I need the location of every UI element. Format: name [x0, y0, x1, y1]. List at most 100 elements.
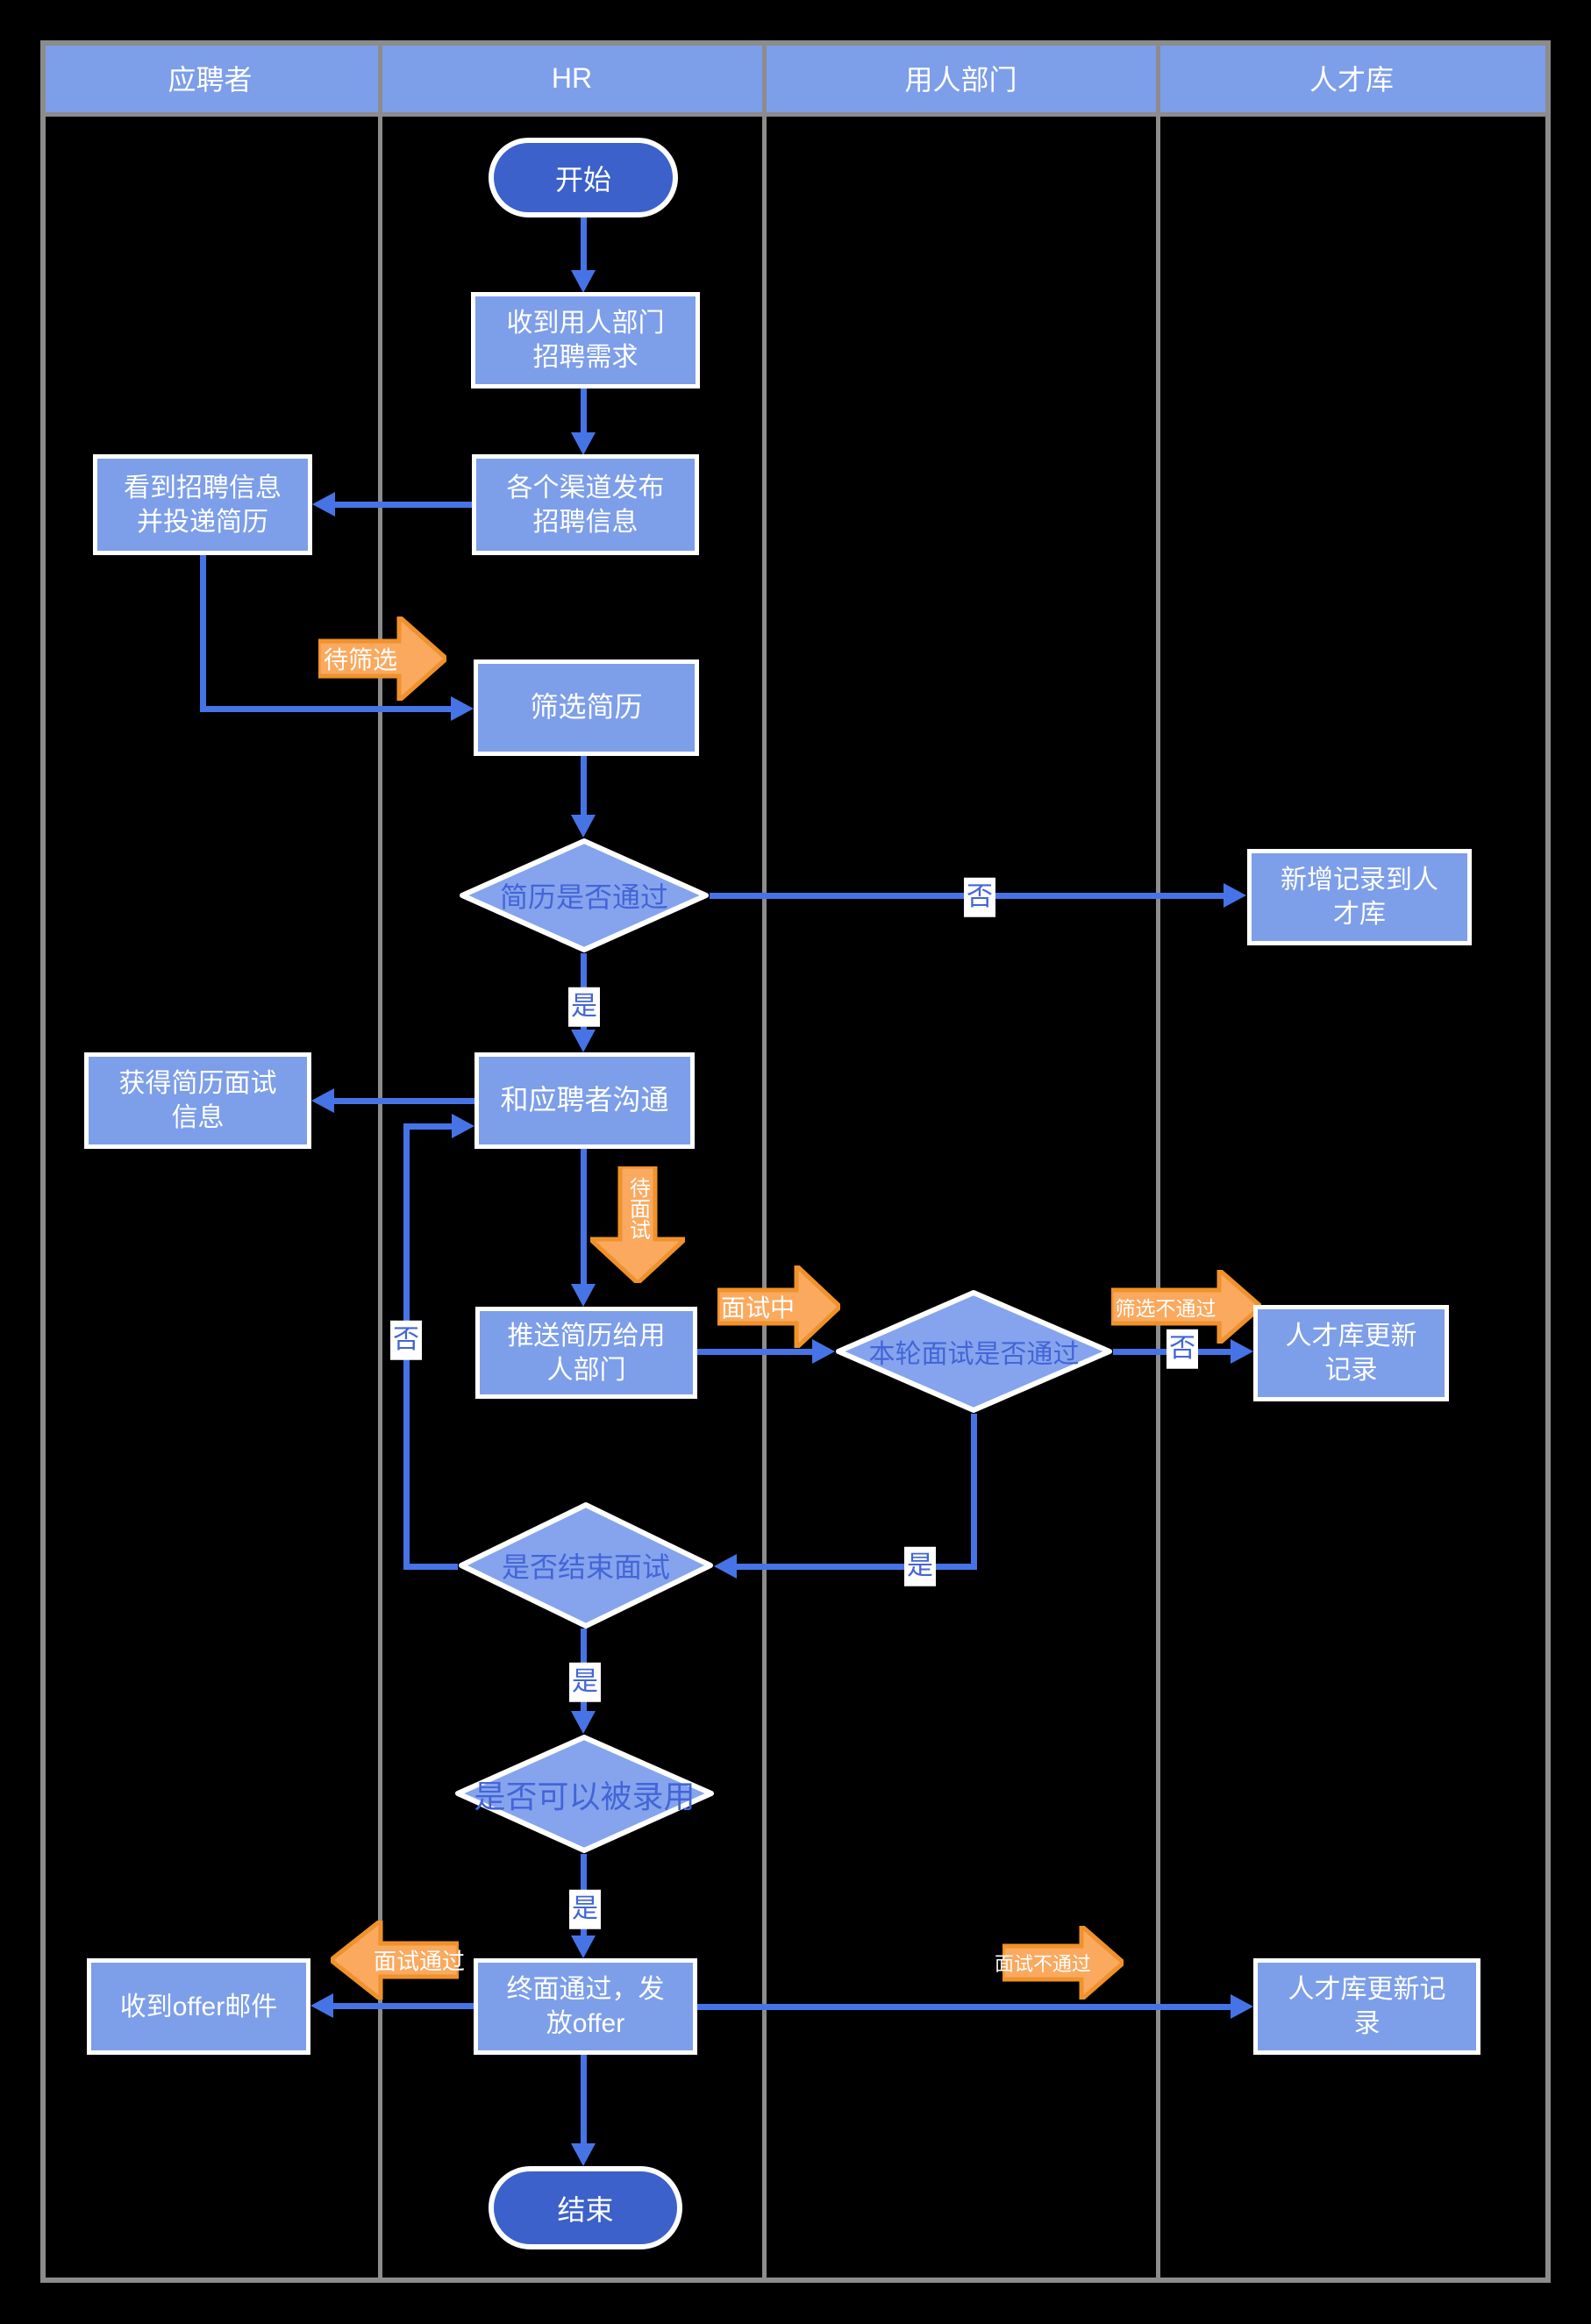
node-line: 终面通过，发 — [506, 1975, 665, 2004]
arrowhead — [571, 2143, 596, 2166]
connector-offer-to-end — [581, 2055, 587, 2143]
node-line: 新增记录到人 — [1281, 866, 1438, 895]
arrowhead — [452, 1114, 474, 1138]
node-line: 记录 — [1324, 1356, 1378, 1385]
tag-arrow-interview-pass: 面试通过 — [331, 1921, 465, 2000]
node-end-label: 结束 — [557, 2193, 614, 2226]
header-bottom-border — [40, 112, 1545, 117]
node-resume-pass-decision: 简历是否通过 — [459, 838, 710, 953]
node-end: 结束 — [489, 2166, 682, 2249]
node-pool-update-2: 人才库更新记 录 — [1253, 1958, 1480, 2055]
lane-divider-1 — [378, 46, 382, 2278]
lane-divider-3 — [1156, 46, 1160, 2278]
node-line: 收到用人部门 — [506, 309, 665, 338]
connector-see-down — [200, 555, 206, 712]
node-line: 才库 — [1333, 900, 1386, 929]
node-push-resume: 推送简历给用 人部门 — [475, 1307, 697, 1399]
connector-communicate-to-info — [334, 1098, 474, 1104]
arrowhead — [1231, 1994, 1253, 2019]
arrowhead — [571, 1935, 596, 1958]
arrowhead — [311, 1088, 334, 1113]
edge-label-no-loop: 否 — [390, 1320, 422, 1360]
tag-arrow-screen-fail: 筛选不通过 — [1111, 1270, 1261, 1344]
arrowhead — [312, 492, 335, 517]
node-line: 人才库更新 — [1285, 1322, 1417, 1351]
connector-finish-no-left — [403, 1564, 458, 1570]
arrowhead — [571, 270, 596, 293]
arrowhead — [1231, 1339, 1253, 1364]
connector-offer-to-update — [697, 2004, 1231, 2010]
connector-publish-to-see — [335, 502, 472, 508]
arrowhead — [451, 696, 474, 721]
arrowhead — [310, 1993, 333, 2018]
edge-label-yes-finish: 是 — [569, 1662, 601, 1702]
connector-round-yes-to-finish — [737, 1564, 977, 1570]
node-add-to-pool: 新增记录到人 才库 — [1247, 849, 1472, 945]
node-line: 获得简历面试 — [118, 1069, 277, 1098]
node-line: 人部门 — [546, 1355, 626, 1385]
tag-arrow-await-screen: 待筛选 — [318, 617, 446, 701]
tag-arrow-await-interview: 待面试 — [590, 1166, 685, 1283]
node-screen-resume: 筛选简历 — [474, 659, 699, 756]
swimlane-header-band — [40, 43, 1545, 115]
connector-start-to-receive — [581, 217, 587, 270]
node-finish-interview-decision: 是否结束面试 — [458, 1501, 714, 1629]
node-can-hire-decision: 是否可以被录用 — [454, 1734, 715, 1854]
lane-divider-2 — [762, 46, 767, 2278]
lane-header-department: 用人部门 — [904, 64, 1017, 96]
tag-arrow-interview-fail: 面试不通过 — [995, 1926, 1124, 2000]
node-line: 筛选简历 — [530, 691, 643, 724]
node-see-and-apply: 看到招聘信息 并投递简历 — [93, 454, 312, 555]
node-receive-request: 收到用人部门 招聘需求 — [471, 292, 700, 389]
connector-receive-to-publish — [581, 389, 587, 432]
decision-label: 本轮面试是否通过 — [868, 1340, 1080, 1369]
diagram-outer-border — [40, 40, 1551, 2283]
lane-header-talent-pool: 人才库 — [1309, 64, 1394, 96]
decision-label: 简历是否通过 — [499, 881, 668, 913]
tag-arrow-interviewing: 面试中 — [717, 1265, 840, 1348]
edge-label-no-round: 否 — [1166, 1329, 1198, 1369]
node-line: 招聘需求 — [532, 343, 639, 372]
edge-label-yes-round: 是 — [904, 1546, 936, 1586]
connector-screen-to-decision — [581, 756, 587, 815]
node-get-interview-info: 获得简历面试 信息 — [84, 1052, 311, 1149]
node-line: 招聘信息 — [532, 507, 639, 537]
edge-label-yes-resume: 是 — [568, 987, 600, 1027]
arrowhead — [1224, 883, 1246, 908]
node-line: 放offer — [546, 2009, 625, 2038]
node-line: 录 — [1353, 2009, 1381, 2038]
node-start-label: 开始 — [554, 163, 611, 196]
node-publish-info: 各个渠道发布 招聘信息 — [472, 454, 699, 555]
node-line: 信息 — [171, 1103, 225, 1132]
node-line: 收到offer邮件 — [119, 1992, 278, 2021]
connector-push-to-round — [697, 1349, 812, 1355]
arrowhead — [571, 1711, 596, 1734]
connector-finish-no-to-communicate — [403, 1123, 452, 1130]
node-final-offer: 终面通过，发 放offer — [474, 1958, 697, 2055]
node-receive-offer: 收到offer邮件 — [87, 1958, 310, 2055]
node-communicate: 和应聘者沟通 — [474, 1052, 695, 1149]
node-start: 开始 — [489, 138, 678, 217]
connector-offer-to-email — [333, 2003, 474, 2009]
connector-communicate-to-push — [581, 1149, 587, 1284]
node-line: 和应聘者沟通 — [500, 1084, 669, 1116]
arrowhead — [714, 1554, 737, 1579]
node-round-pass-decision: 本轮面试是否通过 — [835, 1289, 1113, 1414]
node-line: 各个渠道发布 — [506, 473, 665, 503]
arrowhead — [571, 1284, 596, 1307]
node-line: 并投递简历 — [137, 507, 268, 537]
arrowhead — [812, 1339, 835, 1364]
decision-label: 是否结束面试 — [501, 1551, 670, 1583]
node-line: 推送简历给用 — [507, 1321, 666, 1351]
arrowhead — [571, 1030, 596, 1052]
node-line: 看到招聘信息 — [124, 473, 282, 503]
connector-see-to-screen — [200, 706, 451, 712]
edge-label-no-resume: 否 — [964, 877, 995, 917]
decision-label: 是否可以被录用 — [474, 1778, 696, 1814]
arrowhead — [571, 432, 596, 455]
connector-round-yes-down — [971, 1414, 977, 1567]
node-pool-update-1: 人才库更新 记录 — [1253, 1305, 1449, 1401]
node-line: 人才库更新记 — [1288, 1975, 1446, 2004]
edge-label-yes-hire: 是 — [569, 1889, 601, 1929]
